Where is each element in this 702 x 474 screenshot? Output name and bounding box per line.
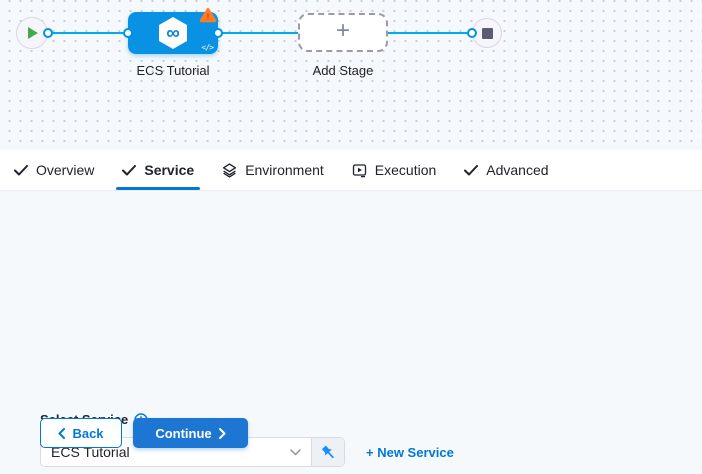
stage-left-port <box>123 28 133 38</box>
tab-service[interactable]: Service <box>108 150 208 190</box>
add-stage-label: Add Stage <box>312 63 374 78</box>
stage-tabbar: Overview Service Environment Execution <box>0 150 702 191</box>
tab-label: Service <box>144 162 195 178</box>
tab-advanced[interactable]: Advanced <box>450 150 562 190</box>
stage-node-ecs-tutorial[interactable]: ∞ ! </> <box>128 8 218 54</box>
environment-layers-icon <box>223 162 237 178</box>
code-icon: </> <box>201 43 214 52</box>
tab-label: Execution <box>374 162 437 178</box>
stop-icon <box>481 27 493 39</box>
stage-right-port <box>213 28 223 38</box>
stage-node-label: ECS Tutorial <box>136 63 210 78</box>
new-service-link[interactable]: + New Service <box>366 445 454 460</box>
chevron-right-icon <box>218 427 226 439</box>
pin-service-button[interactable] <box>311 438 344 466</box>
tab-label: Environment <box>245 162 324 178</box>
pin-icon <box>321 445 334 458</box>
tab-overview[interactable]: Overview <box>0 150 108 190</box>
svg-text:∞: ∞ <box>166 23 180 44</box>
tab-label: Overview <box>36 162 95 178</box>
deploy-hexagon-icon: ∞ <box>159 17 187 49</box>
pipeline-canvas[interactable]: ∞ ! </> ECS Tutorial + Add Stage <box>0 0 702 150</box>
check-icon <box>464 164 479 175</box>
back-button[interactable]: Back <box>40 418 122 448</box>
edge-stage-to-addstage <box>217 32 299 34</box>
continue-button[interactable]: Continue <box>133 418 248 448</box>
edge-start-to-stage <box>47 32 129 34</box>
tab-label: Advanced <box>486 162 549 178</box>
plus-icon: + <box>335 17 350 44</box>
check-icon <box>14 164 28 175</box>
edge-addstage-to-end <box>387 32 469 34</box>
execution-play-icon <box>352 163 366 177</box>
tab-environment[interactable]: Environment <box>208 150 338 190</box>
chevron-left-icon <box>58 427 66 439</box>
play-icon <box>28 27 38 39</box>
chevron-down-icon <box>290 448 301 455</box>
end-node-port <box>467 28 477 38</box>
pipeline-start-node <box>16 17 48 49</box>
tab-execution[interactable]: Execution <box>338 150 450 190</box>
check-icon <box>122 164 137 175</box>
selected-service-value: ECS Tutorial <box>51 444 130 460</box>
add-stage-button[interactable]: + <box>298 13 388 52</box>
start-node-port <box>43 28 53 38</box>
svg-text:!: ! <box>207 12 210 21</box>
warning-icon: ! <box>199 8 217 23</box>
